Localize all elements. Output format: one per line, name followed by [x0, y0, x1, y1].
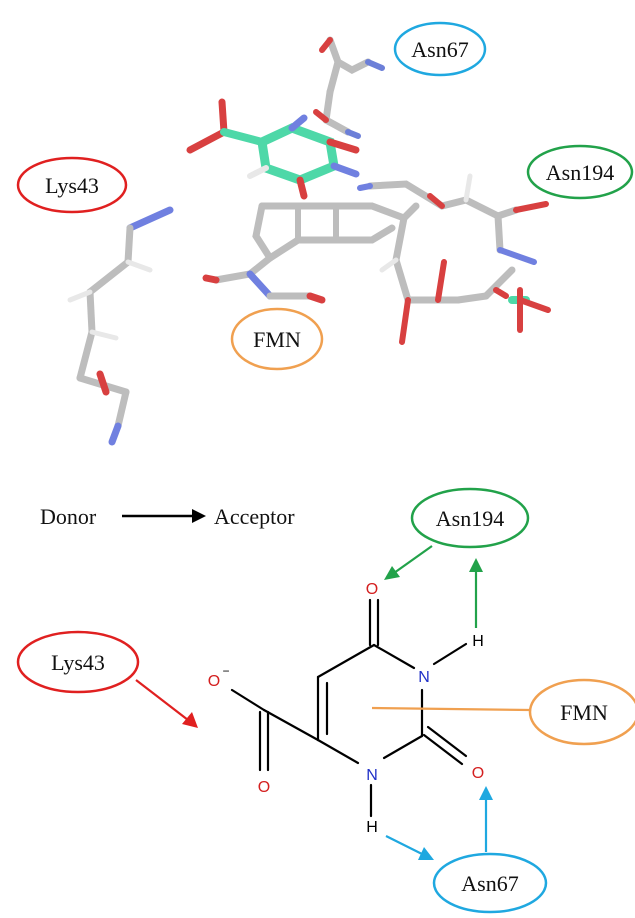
lys43-bottom-label-text: Lys43 [51, 650, 105, 675]
orotate-structure: O H N O − N O H O [208, 581, 484, 836]
fmn-top-label-text: FMN [253, 327, 301, 352]
lys43-top-label: Lys43 [16, 156, 128, 214]
asn194-top-label-text: Asn194 [546, 160, 614, 185]
asn194-bottom-ellipse [410, 487, 530, 549]
h-to-asn67-arrow-line [385, 835, 423, 855]
lys43-bottom-ellipse [16, 630, 140, 694]
asn67-bottom-label-text: Asn67 [461, 871, 518, 896]
asn67-top-label-text: Asn67 [411, 37, 468, 62]
bond-n1-h [432, 642, 468, 666]
asn194-top-label: Asn194 [526, 144, 634, 200]
orotate-ligand-sticks [186, 98, 360, 200]
atom-o-top: O [366, 581, 378, 598]
asn67-residue-sticks [313, 36, 385, 139]
asn194-residue-sticks [357, 173, 549, 265]
asn194-to-o-arrow-line [393, 545, 433, 574]
fmn-interaction: FMN [371, 678, 635, 746]
legend-arrow-head [192, 509, 206, 523]
fmn-bottom-label-text: FMN [560, 700, 608, 725]
asn194-interaction: Asn194 [384, 487, 530, 628]
atom-n-upper: N [418, 669, 430, 686]
atom-n-lower: N [366, 767, 378, 784]
interaction-scheme-panel: Donor Acceptor [16, 487, 635, 914]
atom-o-minus: O [208, 673, 220, 690]
h-to-asn194-arrow-head [469, 558, 483, 572]
bond-c6-n1 [372, 643, 416, 670]
bond-n3-c2 [382, 734, 424, 760]
asn67-bottom-ellipse [432, 852, 548, 914]
lys43-to-ominus-arrow-line [135, 679, 189, 721]
bond-c2-o [422, 733, 464, 766]
bond-c6-c5 [316, 643, 376, 679]
asn194-bottom-label-text: Asn194 [436, 506, 504, 531]
lys43-interaction: Lys43 [16, 630, 198, 728]
fmn-top-label: FMN [230, 307, 324, 371]
atom-o-right: O [472, 765, 484, 782]
bond-c2-o-double [426, 725, 468, 758]
atom-h-lower: H [366, 819, 378, 836]
stick-model-panel: Asn67 Asn194 Lys43 FMN [16, 21, 634, 446]
acceptor-label: Acceptor [214, 504, 295, 529]
atom-minus-charge: − [222, 664, 229, 678]
bond-c4-carboxyl [262, 708, 320, 742]
asn194-to-o-arrow-head [384, 566, 400, 580]
asn67-to-o-arrow-head [479, 786, 493, 800]
fmn-stacking-line [371, 706, 531, 712]
lys43-top-label-text: Lys43 [45, 173, 99, 198]
fmn-bottom-ellipse [528, 678, 635, 746]
h-to-asn67-arrow-head [418, 847, 434, 860]
asn67-top-label: Asn67 [393, 21, 487, 77]
bond-carboxyl-ominus [230, 688, 266, 712]
lys43-to-ominus-arrow-head [182, 712, 198, 728]
donor-label: Donor [40, 504, 97, 529]
bond-c4-n3 [316, 738, 360, 765]
asn67-interaction: Asn67 [385, 786, 548, 914]
fmn-sticks [202, 202, 551, 345]
atom-h-top: H [472, 633, 484, 650]
donor-acceptor-legend: Donor Acceptor [40, 504, 295, 529]
lys43-residue-sticks [67, 206, 174, 446]
atom-o-bottom: O [258, 779, 270, 796]
